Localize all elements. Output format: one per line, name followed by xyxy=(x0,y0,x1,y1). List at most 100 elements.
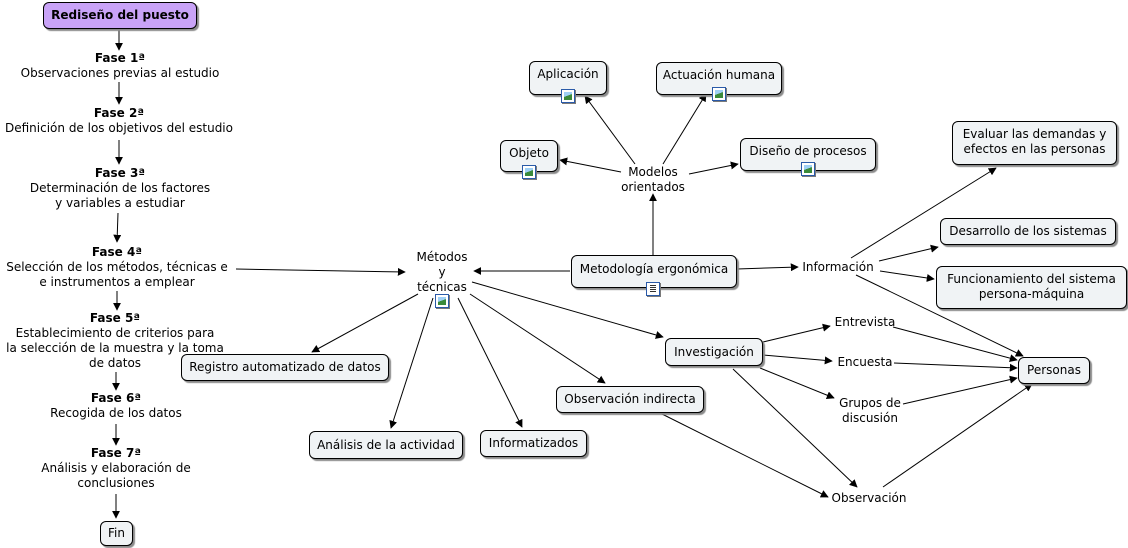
registro-label: Registro automatizado de datos xyxy=(189,360,381,374)
metodos-line-2: y xyxy=(438,265,446,279)
image-icon[interactable] xyxy=(561,89,575,103)
fase-3-desc-2: y variables a estudiar xyxy=(55,196,185,210)
edge-metodos-obsindirecta xyxy=(469,293,606,384)
fase-5-desc-3: de datos xyxy=(88,356,142,370)
root-node-rediseno[interactable]: Rediseño del puesto xyxy=(43,2,197,29)
fase-4-desc-2: e instrumentos a emplear xyxy=(39,275,195,289)
fase-5-desc-1: Establecimiento de criterios para xyxy=(15,326,215,340)
edge-modelos-diseno xyxy=(688,161,739,175)
document-icon[interactable] xyxy=(646,282,660,296)
fase-1[interactable]: Fase 1ª Observaciones previas al estudio xyxy=(10,51,230,81)
evaluar-line-2: efectos en las personas xyxy=(963,142,1106,156)
fase-5-desc-2: la selección de la muestra y la toma xyxy=(6,341,224,355)
node-investigacion[interactable]: Investigación xyxy=(665,338,763,366)
edge-metodos-informatizados xyxy=(457,297,523,428)
concept-encuesta[interactable]: Encuesta xyxy=(830,355,900,370)
fase-2-desc: Definición de los objetivos del estudio xyxy=(5,121,233,135)
modelos-line-1: Modelos xyxy=(628,165,678,179)
edge-investigacion-encuesta xyxy=(762,354,833,365)
edge-metodos-investigacion xyxy=(471,281,664,339)
observacion-label: Observación xyxy=(831,491,907,505)
fase-1-title: Fase 1ª xyxy=(94,51,146,65)
personas-label: Personas xyxy=(1027,363,1081,377)
encuesta-label: Encuesta xyxy=(837,355,893,369)
concept-informacion[interactable]: Información xyxy=(796,260,880,275)
grupos-line-2: discusión xyxy=(842,411,898,425)
edge-metodos-analisis xyxy=(389,297,434,429)
objeto-label: Objeto xyxy=(509,146,549,160)
fase-7-desc-1: Análisis y elaboración de xyxy=(41,461,191,475)
concept-metodos-tecnicas[interactable]: Métodos y técnicas xyxy=(402,250,482,295)
fase-2-title: Fase 2ª xyxy=(93,106,145,120)
edge-observacion-personas xyxy=(882,383,1033,488)
investigacion-label: Investigación xyxy=(674,345,754,359)
edge-investigacion-observacion xyxy=(732,368,858,488)
edge-obsindirecta-observacion xyxy=(659,412,829,498)
fase-1-desc: Observaciones previas al estudio xyxy=(20,66,220,80)
edge-modelos-objeto xyxy=(559,157,622,173)
fase-4-desc-1: Selección de los métodos, técnicas e xyxy=(6,260,228,274)
node-registro-automatizado[interactable]: Registro automatizado de datos xyxy=(181,354,389,381)
edge-investigacion-entrevista xyxy=(762,323,831,343)
edge-modelos-actuacion xyxy=(662,93,707,165)
edge-fase3-fase4 xyxy=(113,212,122,243)
edge-metodos-registro xyxy=(311,293,419,353)
concept-observacion[interactable]: Observación xyxy=(826,491,912,506)
informacion-label: Información xyxy=(802,260,874,274)
informatizados-label: Informatizados xyxy=(488,436,579,450)
node-analisis-actividad[interactable]: Análisis de la actividad xyxy=(309,431,463,459)
actuacion-label: Actuación humana xyxy=(662,68,776,82)
metodologia-label: Metodología ergonómica xyxy=(579,262,729,276)
diseno-label: Diseño de procesos xyxy=(749,144,867,158)
analisis-label: Análisis de la actividad xyxy=(317,438,455,452)
concept-grupos-discusion[interactable]: Grupos de discusión xyxy=(830,396,910,426)
entrevista-label: Entrevista xyxy=(834,315,896,329)
edge-informacion-personas xyxy=(855,274,1024,357)
node-evaluar-demandas[interactable]: Evaluar las demandas y efectos en las pe… xyxy=(952,121,1117,165)
root-label: Rediseño del puesto xyxy=(51,8,189,22)
edge-encuesta-personas xyxy=(893,362,1018,372)
fase-4[interactable]: Fase 4ª Selección de los métodos, técnic… xyxy=(0,245,234,290)
modelos-line-2: orientados xyxy=(621,180,685,194)
image-icon[interactable] xyxy=(712,87,726,101)
funcionamiento-line-1: Funcionamiento del sistema xyxy=(947,272,1116,286)
node-metodologia-ergonomica[interactable]: Metodología ergonómica xyxy=(571,255,737,288)
node-desarrollo-sistemas[interactable]: Desarrollo de los sistemas xyxy=(940,218,1116,245)
fase-6-desc: Recogida de los datos xyxy=(50,406,182,420)
aplicacion-label: Aplicación xyxy=(537,67,599,81)
observacion-indirecta-label: Observación indirecta xyxy=(564,392,696,406)
edge-informacion-desarrollo xyxy=(878,244,939,262)
fase-7-desc-2: conclusiones xyxy=(77,476,155,490)
edge-metodologia-informacion xyxy=(736,263,799,272)
image-icon[interactable] xyxy=(801,162,815,176)
concept-modelos-orientados[interactable]: Modelos orientados xyxy=(612,165,694,195)
desarrollo-label: Desarrollo de los sistemas xyxy=(949,224,1107,238)
evaluar-line-1: Evaluar las demandas y xyxy=(962,127,1107,141)
image-icon[interactable] xyxy=(522,165,536,179)
node-informatizados[interactable]: Informatizados xyxy=(480,430,587,457)
fase-5[interactable]: Fase 5ª Establecimiento de criterios par… xyxy=(0,311,230,371)
edge-fase4-metodos xyxy=(235,267,406,276)
image-icon[interactable] xyxy=(435,294,449,308)
grupos-line-1: Grupos de xyxy=(839,396,901,410)
node-funcionamiento-sistema[interactable]: Funcionamiento del sistema persona-máqui… xyxy=(936,266,1127,309)
fase-2[interactable]: Fase 2ª Definición de los objetivos del … xyxy=(0,106,238,136)
node-observacion-indirecta[interactable]: Observación indirecta xyxy=(556,386,704,413)
concept-entrevista[interactable]: Entrevista xyxy=(826,315,904,330)
fase-3-desc-1: Determinación de los factores xyxy=(29,181,211,195)
edge-modelos-aplicacion xyxy=(584,95,636,165)
fase-5-title: Fase 5ª xyxy=(89,311,141,325)
fin-label: Fin xyxy=(108,526,125,540)
fase-7[interactable]: Fase 7ª Análisis y elaboración de conclu… xyxy=(16,446,216,491)
edge-investigacion-grupos xyxy=(759,367,835,400)
metodos-line-1: Métodos xyxy=(416,250,468,264)
edge-informacion-funcionamiento xyxy=(879,270,935,282)
fase-3[interactable]: Fase 3ª Determinación de los factores y … xyxy=(10,166,230,211)
edge-grupos-personas xyxy=(902,375,1018,405)
node-fin[interactable]: Fin xyxy=(100,521,133,546)
fase-4-title: Fase 4ª xyxy=(91,245,143,259)
fase-6[interactable]: Fase 6ª Recogida de los datos xyxy=(16,391,216,421)
fase-6-title: Fase 6ª xyxy=(90,391,142,405)
node-personas[interactable]: Personas xyxy=(1018,357,1090,384)
